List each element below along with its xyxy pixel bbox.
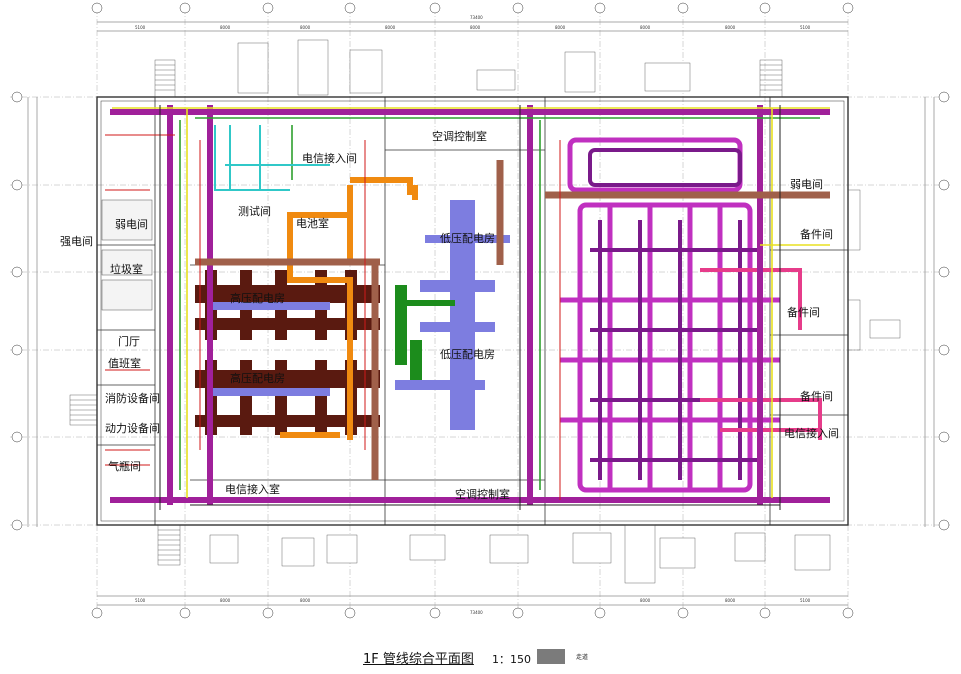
- svg-text:8000: 8000: [300, 25, 311, 30]
- pipe-pink: [700, 268, 822, 440]
- room-duty: 值班室: [108, 356, 141, 370]
- pipe-brown-duct: [195, 160, 830, 480]
- svg-text:5100: 5100: [800, 598, 811, 603]
- svg-text:5100: 5100: [135, 25, 146, 30]
- room-entry: 门厅: [118, 334, 140, 348]
- svg-text:73400: 73400: [470, 610, 483, 615]
- axis-bubbles: [11, 2, 950, 619]
- drawing-title: 1F 管线综合平面图: [363, 652, 474, 667]
- room-hvac-bottom: 空调控制室: [455, 487, 510, 501]
- room-weak-power: 弱电间: [115, 218, 148, 231]
- pipe-orange: [280, 177, 418, 440]
- room-telecom-bottom: 电信接入室: [225, 482, 280, 496]
- room-gas: 气瓶间: [108, 459, 141, 473]
- room-test: 测试间: [238, 205, 271, 218]
- svg-text:8000: 8000: [640, 598, 651, 603]
- room-weak-right: 弱电间: [790, 178, 823, 191]
- callout-tags: [209, 39, 901, 571]
- pipe-cyan: [214, 125, 330, 191]
- room-power: 动力设备间: [105, 421, 160, 435]
- room-ups: 电信接入间: [302, 152, 357, 165]
- room-lv: 低压配电房: [440, 232, 495, 245]
- room-fire: 消防设备间: [105, 391, 160, 405]
- room-spare-2: 备件间: [787, 305, 820, 319]
- room-labels: 强电间 弱电间 垃圾室 门厅 值班室 消防设备间 动力设备间 气瓶间 电信接入间…: [60, 129, 839, 501]
- svg-text:5100: 5100: [135, 598, 146, 603]
- room-battery: 电池室: [296, 216, 329, 230]
- svg-text:5100: 5100: [800, 25, 811, 30]
- svg-text:73400: 73400: [470, 15, 483, 20]
- room-hv-2: 高压配电房: [230, 371, 285, 385]
- drawing-scale: 1：150: [492, 653, 532, 666]
- dim-text: 73400 73400 5100 8000 8000 8000 8000 800…: [135, 15, 811, 615]
- equipment-lv: [210, 200, 510, 430]
- room-lv-2: 低压配电房: [440, 348, 495, 361]
- svg-text:8000: 8000: [300, 598, 311, 603]
- pipe-vertical-magenta: [110, 105, 830, 505]
- room-strong-power: 强电间: [60, 235, 93, 248]
- stairs: [69, 59, 861, 584]
- drawing-caption: 1F 管线综合平面图 1：150: [363, 648, 531, 667]
- pipe-black: [159, 105, 781, 510]
- svg-text:8000: 8000: [555, 25, 566, 30]
- room-garbage: 垃圾室: [110, 262, 143, 276]
- svg-text:8000: 8000: [725, 598, 736, 603]
- svg-text:8000: 8000: [725, 25, 736, 30]
- svg-text:8000: 8000: [470, 25, 481, 30]
- svg-text:8000: 8000: [385, 25, 396, 30]
- shaft-rooms-left: [101, 199, 153, 311]
- svg-text:8000: 8000: [220, 25, 231, 30]
- equipment-green: [395, 285, 455, 380]
- room-spare-3: 备件间: [800, 389, 833, 403]
- pipe-red: [105, 134, 561, 500]
- legend-swatch-corridor: [537, 649, 565, 664]
- pipe-yellow: [112, 107, 830, 498]
- room-telecom-right: 电信接入间: [784, 427, 839, 440]
- pipe-green: [179, 117, 820, 490]
- svg-text:8000: 8000: [640, 25, 651, 30]
- svg-text:8000: 8000: [220, 598, 231, 603]
- room-hv: 高压配电房: [230, 291, 285, 305]
- legend-label: 走道: [576, 654, 589, 661]
- room-hvac-top: 空调控制室: [432, 129, 487, 143]
- dimension-lines: [27, 21, 935, 606]
- room-spare-1: 备件间: [800, 227, 833, 241]
- pipe-loops-purple: [588, 148, 760, 480]
